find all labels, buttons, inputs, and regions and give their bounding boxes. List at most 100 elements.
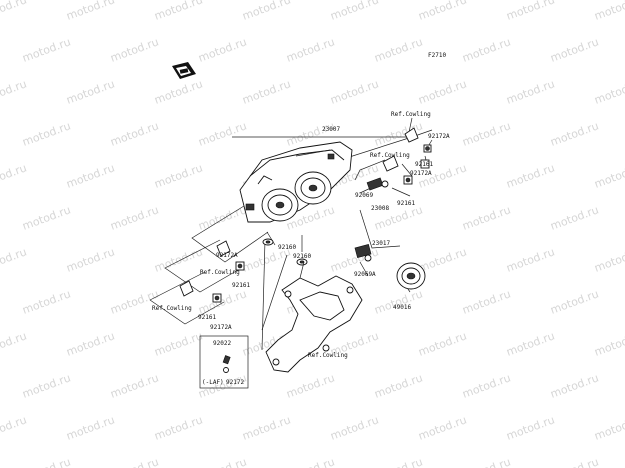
label-ref-cowling-lower-left: Ref.Cowling <box>152 305 192 312</box>
watermark-text: motod.ru <box>505 161 557 190</box>
watermark-text: motod.ru <box>0 0 28 23</box>
label-92069: 92069 <box>355 192 373 199</box>
label-92161-upper-right: 92161 <box>415 161 433 168</box>
headlight-assembly <box>239 141 353 223</box>
watermark-text: motod.ru <box>153 245 205 274</box>
watermark-text: motod.ru <box>373 287 425 316</box>
watermark-text: motod.ru <box>329 77 381 106</box>
part-labels: F2710 23007 Ref.Cowling 92172A Ref.Cowli… <box>152 52 450 386</box>
watermark-text: motod.ru <box>197 119 249 148</box>
watermark-text: motod.ru <box>21 287 73 316</box>
watermark-text: motod.ru <box>373 371 425 400</box>
watermark-text: motod.ru <box>285 35 337 64</box>
upper-right-fittings <box>366 127 432 191</box>
watermark-text: motod.ru <box>461 203 513 232</box>
watermark-text: motod.ru <box>329 0 381 23</box>
watermark-text: motod.ru <box>21 35 73 64</box>
watermark-text: motod.ru <box>593 329 625 358</box>
watermark-text: motod.ru <box>241 413 293 442</box>
label-92160-a: 92160 <box>278 244 296 251</box>
label-ref-cowling-left: Ref.Cowling <box>200 269 240 276</box>
left-fittings <box>179 240 245 303</box>
label-92069a: 92069A <box>354 271 376 278</box>
label-23008: 23008 <box>371 205 389 212</box>
label-49016: 49016 <box>393 304 411 311</box>
watermark-text: motod.ru <box>373 35 425 64</box>
watermark-text: motod.ru <box>505 245 557 274</box>
watermark-text: motod.ru <box>417 329 469 358</box>
label-92161-lower-left: 92161 <box>198 314 216 321</box>
label-92172a-left: 92172A <box>216 252 238 259</box>
watermark-text: motod.ru <box>197 455 249 468</box>
watermark-text: motod.ru <box>0 413 28 442</box>
label-92161-mid-right: 92161 <box>397 200 415 207</box>
watermark-text: motod.ru <box>109 371 161 400</box>
label-92160-b: 92160 <box>293 253 311 260</box>
watermark-text: motod.ru <box>549 119 601 148</box>
watermark-text: motod.ru <box>549 371 601 400</box>
watermark-text: motod.ru <box>0 245 28 274</box>
label-92172a-mid-right: 92172A <box>410 170 432 177</box>
watermark-text: motod.ru <box>109 203 161 232</box>
watermark-text: motod.ru <box>417 0 469 23</box>
watermark-text: motod.ru <box>417 77 469 106</box>
label-92022: 92022 <box>213 340 231 347</box>
watermark-text: motod.ru <box>505 0 557 23</box>
center-dampers <box>262 238 308 266</box>
label-92172a-lower-left: 92172A <box>210 324 232 331</box>
watermark-text: motod.ru <box>21 371 73 400</box>
watermark-text: motod.ru <box>593 413 625 442</box>
front-arrow-icon <box>172 62 196 79</box>
watermark-text: motod.ru <box>109 35 161 64</box>
label-ref-cowling-upper-right: Ref.Cowling <box>391 111 431 118</box>
watermark-text: motod.ru <box>549 455 601 468</box>
watermark-text: motod.ru <box>153 161 205 190</box>
label-92172: 92172 <box>226 379 244 386</box>
label-ref-cowling-mid-right: Ref.Cowling <box>370 152 410 159</box>
watermark-text: motod.ru <box>109 119 161 148</box>
label-note-laf: (-LAF) <box>202 379 224 386</box>
diagram-code: F2710 <box>428 52 446 59</box>
watermark-text: motod.ru <box>109 455 161 468</box>
watermark-text: motod.ru <box>65 413 117 442</box>
watermark-text: motod.ru <box>21 455 73 468</box>
watermark-text: motod.ru <box>461 119 513 148</box>
watermark-text: motod.ru <box>593 245 625 274</box>
watermark-text: motod.ru <box>21 203 73 232</box>
watermark-text: motod.ru <box>549 203 601 232</box>
watermark-text: motod.ru <box>285 371 337 400</box>
watermark-text: motod.ru <box>505 413 557 442</box>
watermark-text: motod.ru <box>505 329 557 358</box>
watermark-text: motod.ru <box>0 77 28 106</box>
label-92161-left: 92161 <box>232 282 250 289</box>
watermark-text: motod.ru <box>153 0 205 23</box>
label-23017: 23017 <box>372 240 390 247</box>
watermark-text: motod.ru <box>461 287 513 316</box>
watermark-text: motod.ru <box>549 287 601 316</box>
watermark-text: motod.ru <box>241 0 293 23</box>
watermark-text: motod.ru <box>505 77 557 106</box>
watermark-text: motod.ru <box>197 371 249 400</box>
clamp-parts <box>222 355 231 373</box>
watermark-text: motod.ru <box>241 77 293 106</box>
watermark-text: motod.ru <box>197 35 249 64</box>
watermark-text: motod.ru <box>417 245 469 274</box>
watermark-text: motod.ru <box>461 35 513 64</box>
watermark-text: motod.ru <box>65 0 117 23</box>
watermark-text: motod.ru <box>0 329 28 358</box>
watermark-text: motod.ru <box>197 287 249 316</box>
watermark-text: motod.ru <box>0 161 28 190</box>
watermark-text: motod.ru <box>417 413 469 442</box>
watermark-text: motod.ru <box>21 119 73 148</box>
watermark-text: motod.ru <box>461 371 513 400</box>
watermark-text: motod.ru <box>65 245 117 274</box>
lower-socket-and-cap <box>354 243 426 290</box>
watermark-text: motod.ru <box>329 413 381 442</box>
watermark-text: motod.ru <box>593 77 625 106</box>
label-ref-cowling-bottom: Ref.Cowling <box>308 352 348 359</box>
label-23007: 23007 <box>322 126 340 133</box>
bracket-frame <box>265 261 363 373</box>
